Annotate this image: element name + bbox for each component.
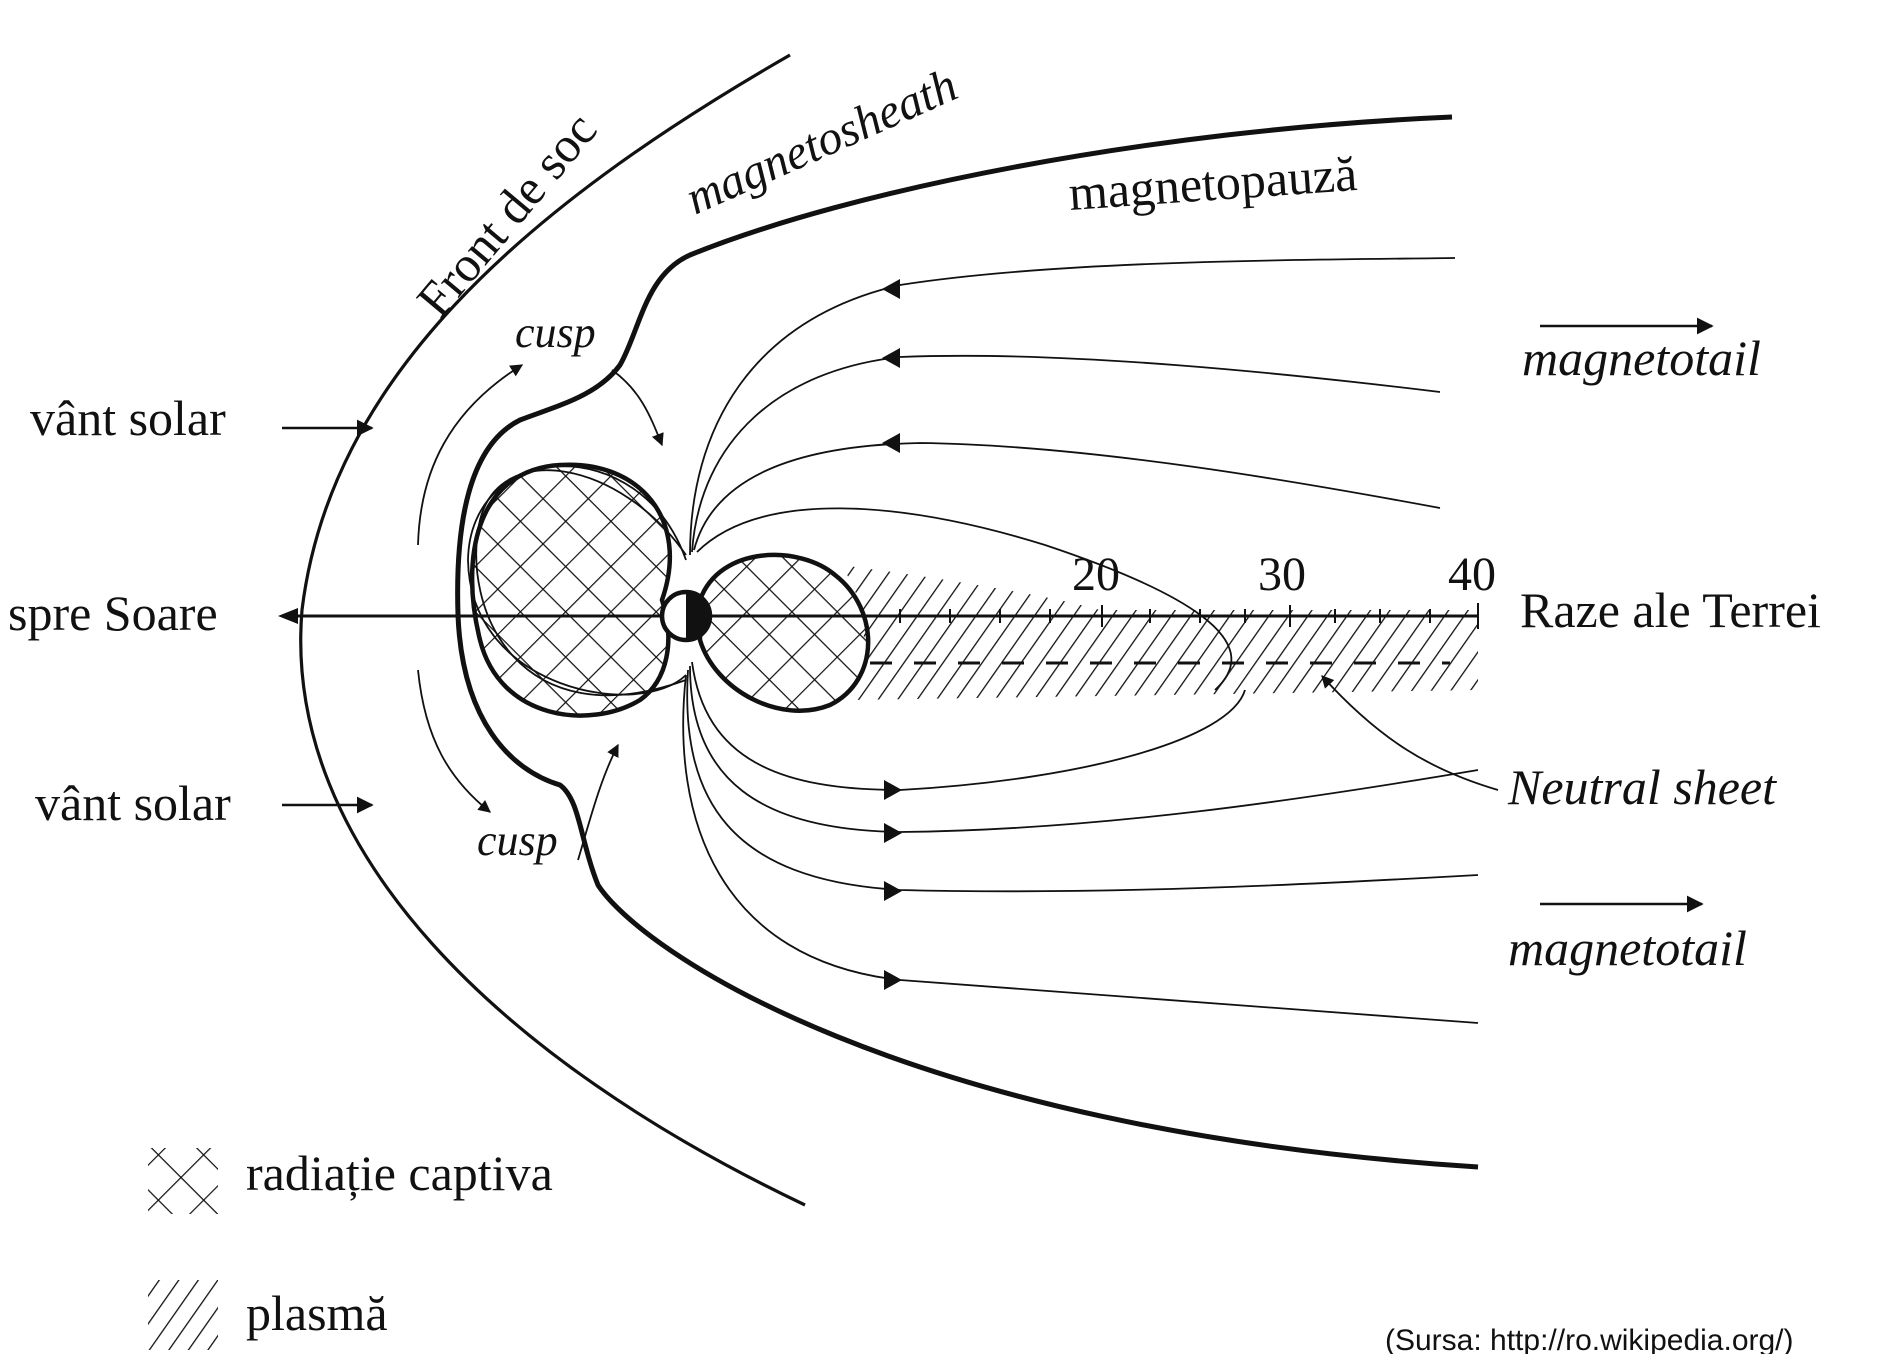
magnetopause-label: magnetopauză bbox=[1067, 145, 1359, 221]
earth-symbol bbox=[659, 589, 713, 643]
tail-field-line bbox=[686, 669, 1479, 893]
tail-field-line bbox=[691, 354, 1441, 553]
solar-wind-upper-label: vânt solar bbox=[30, 390, 226, 446]
tail-field-line bbox=[689, 665, 1479, 833]
toward-sun-label: spre Soare bbox=[8, 585, 218, 641]
cusp-arrow bbox=[611, 369, 664, 447]
radiation-belt-dayside bbox=[469, 462, 673, 718]
neutral-sheet-label: Neutral sheet bbox=[1507, 759, 1777, 815]
legend: radiație captiva plasmă bbox=[148, 1145, 553, 1350]
legend-swatch-plasma bbox=[148, 1280, 218, 1350]
axis-ticks bbox=[899, 603, 1479, 629]
legend-label-plasma: plasmă bbox=[246, 1285, 388, 1341]
magnetotail-upper-label: magnetotail bbox=[1522, 330, 1761, 386]
plasma-sheet bbox=[840, 565, 1478, 700]
bow-shock-curve bbox=[299, 53, 806, 1207]
magnetotail-lower-label: magnetotail bbox=[1508, 920, 1747, 976]
neutral-sheet-pointer bbox=[1321, 675, 1499, 791]
field-direction-arrows bbox=[882, 279, 902, 990]
cusp-upper-label: cusp bbox=[515, 308, 596, 357]
tail-field-line bbox=[682, 674, 1479, 1024]
earth-radii-label: Raze ale Terrei bbox=[1520, 582, 1821, 638]
legend-swatch-trapped-radiation bbox=[148, 1148, 218, 1214]
tick-label-30: 30 bbox=[1258, 548, 1306, 601]
toward-sun-arrowhead bbox=[278, 608, 298, 624]
tail-field-line bbox=[693, 442, 1441, 551]
tick-label-40: 40 bbox=[1448, 548, 1496, 601]
shock-front-label: Front de soc bbox=[406, 102, 608, 327]
tick-label-20: 20 bbox=[1072, 548, 1120, 601]
sheath-flow-arrow bbox=[417, 669, 491, 813]
tail-field-line bbox=[689, 257, 1456, 556]
cusp-lower-label: cusp bbox=[477, 816, 558, 865]
sheath-flow-arrow bbox=[417, 364, 524, 546]
magnetopause-curve bbox=[455, 114, 1479, 1170]
legend-label-trapped-radiation: radiație captiva bbox=[246, 1145, 553, 1201]
solar-wind-lower-label: vânt solar bbox=[35, 775, 231, 831]
cusp-arrow bbox=[577, 743, 619, 861]
source-credit: (Sursa: http://ro.wikipedia.org/) bbox=[1385, 1324, 1794, 1354]
magnetosheath-label: magnetosheath bbox=[678, 58, 965, 225]
radiation-belt-nightside bbox=[697, 552, 871, 713]
